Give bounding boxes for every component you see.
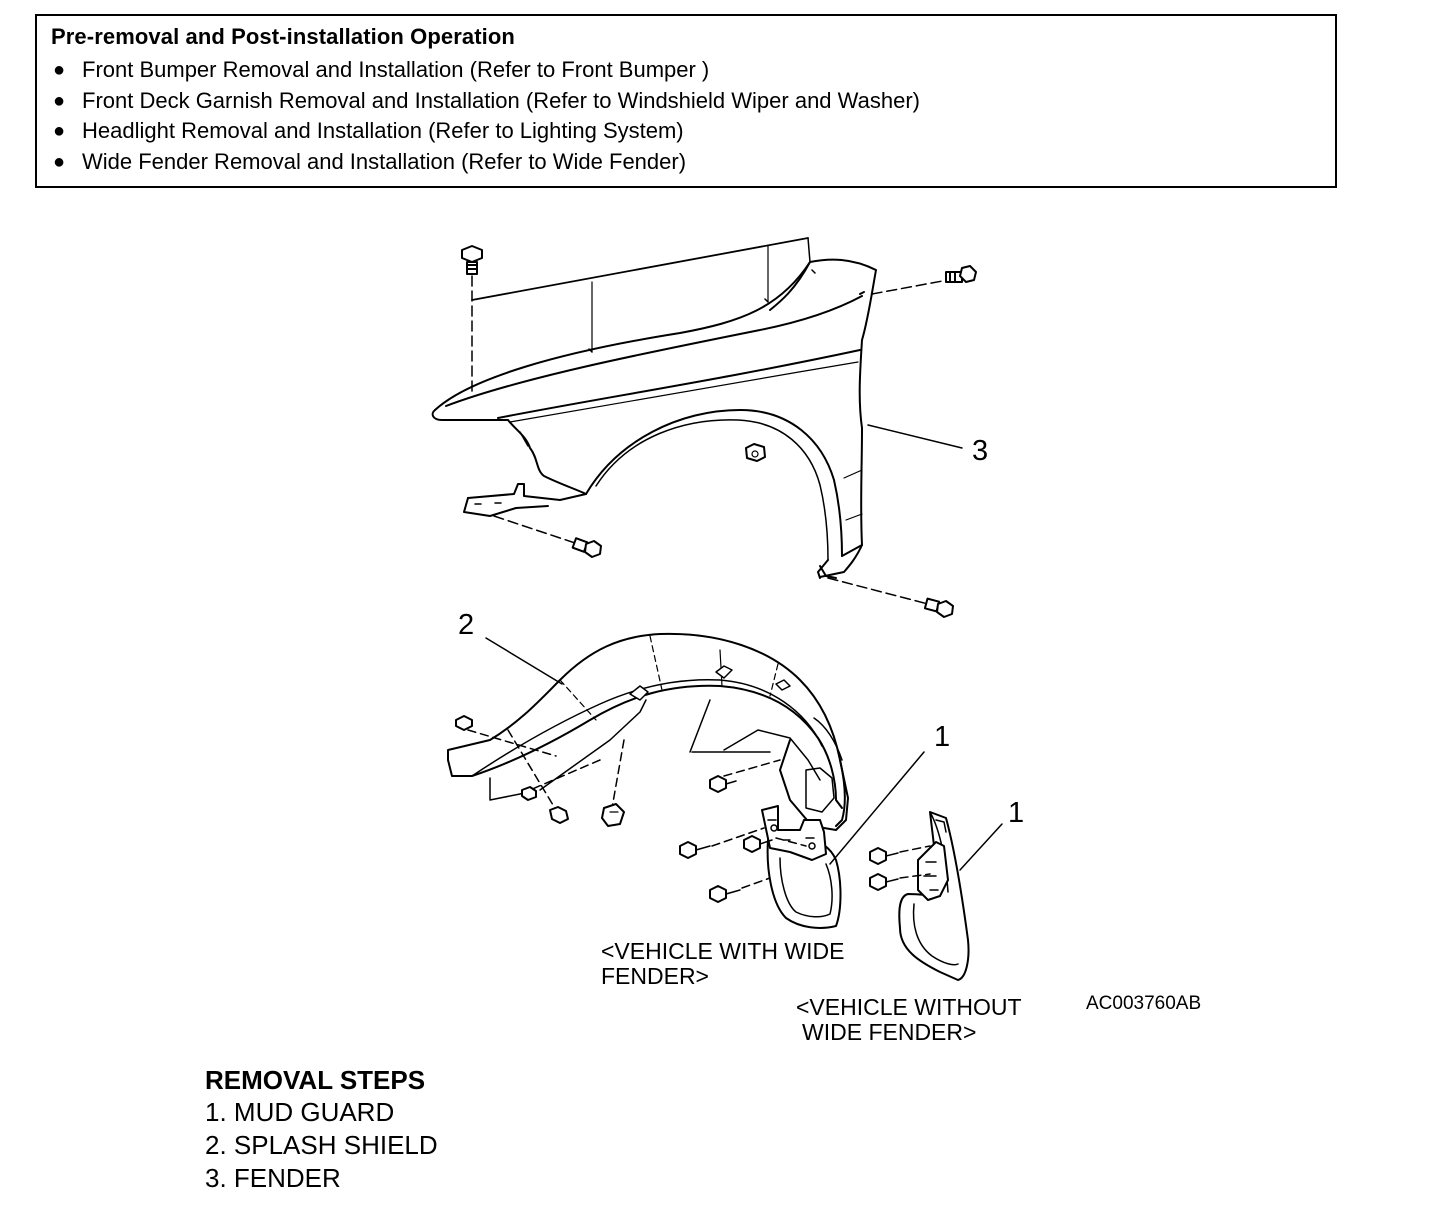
screw-icon — [709, 775, 737, 793]
screw-icon — [869, 847, 899, 865]
callout-mud-guard-wide: 1 — [934, 721, 951, 753]
bolt-icon — [923, 597, 954, 618]
caption-line: WIDE FENDER> — [802, 1019, 977, 1045]
operation-item-text: Front Deck Garnish Removal and Installat… — [82, 87, 920, 113]
screw-icon — [709, 885, 741, 903]
caption-line: <VEHICLE WITH WIDE — [601, 938, 845, 964]
removal-step: 2. SPLASH SHIELD — [205, 1130, 438, 1160]
splash-shield-illustration — [447, 632, 849, 831]
nut-icon — [745, 443, 766, 462]
operation-item-text: Headlight Removal and Installation (Refe… — [82, 118, 684, 143]
removal-steps-list: 1. MUD GUARD 2. SPLASH SHIELD 3. FENDER — [205, 1096, 438, 1195]
clip-icon — [455, 715, 473, 731]
bullet-icon: ● — [53, 89, 66, 112]
bolt-icon — [571, 537, 602, 558]
operation-list: ● Front Bumper Removal and Installation (… — [51, 56, 920, 178]
caption-line: <VEHICLE WITHOUT — [796, 994, 1022, 1020]
bolt-icon — [461, 245, 483, 275]
screw-icon — [743, 835, 773, 853]
figure-code: AC003760AB — [1086, 993, 1202, 1014]
callout-fender: 3 — [972, 435, 989, 467]
bullet-icon: ● — [53, 120, 66, 142]
removal-steps-title: REMOVAL STEPS — [205, 1065, 426, 1095]
pre-removal-operation-box: Pre-removal and Post-installation Operat… — [35, 14, 1337, 188]
bullet-icon: ● — [53, 59, 66, 81]
operation-item: ● Front Deck Garnish Removal and Installa… — [51, 87, 920, 118]
operation-item: ● Front Bumper Removal and Installation (… — [51, 56, 920, 87]
mud-guard-wide-illustration — [679, 751, 925, 929]
operation-item: ● Headlight Removal and Installation (Ref… — [51, 117, 920, 148]
caption-vehicle-without-wide-fender: <VEHICLE WITHOUT WIDE FENDER> — [796, 995, 1022, 1045]
screw-icon — [869, 873, 899, 891]
screw-icon — [679, 841, 711, 859]
operation-item-text: Wide Fender Removal and Installation (Re… — [82, 148, 687, 174]
removal-steps: REMOVAL STEPS 1. MUD GUARD 2. SPLASH SHI… — [205, 1064, 438, 1195]
clip-icon — [521, 786, 537, 801]
operation-item: ● Wide Fender Removal and Installation (R… — [51, 148, 920, 179]
caption-line: FENDER> — [601, 963, 709, 989]
bolt-icon — [945, 265, 977, 283]
fender-illustration — [431, 237, 977, 618]
operation-item-text: Front Bumper Removal and Installation (R… — [82, 57, 710, 82]
mud-guard-standard-illustration — [869, 811, 1003, 981]
clip-icon — [601, 803, 625, 827]
callout-splash-shield: 2 — [458, 609, 475, 641]
callout-mud-guard-standard: 1 — [1008, 797, 1025, 829]
bullet-icon: ● — [53, 150, 66, 173]
removal-step: 1. MUD GUARD — [205, 1097, 395, 1127]
clip-icon — [549, 806, 569, 824]
removal-step: 3. FENDER — [205, 1163, 341, 1193]
operation-title: Pre-removal and Post-installation Operat… — [51, 24, 515, 49]
caption-vehicle-with-wide-fender: <VEHICLE WITH WIDE FENDER> — [601, 939, 844, 989]
